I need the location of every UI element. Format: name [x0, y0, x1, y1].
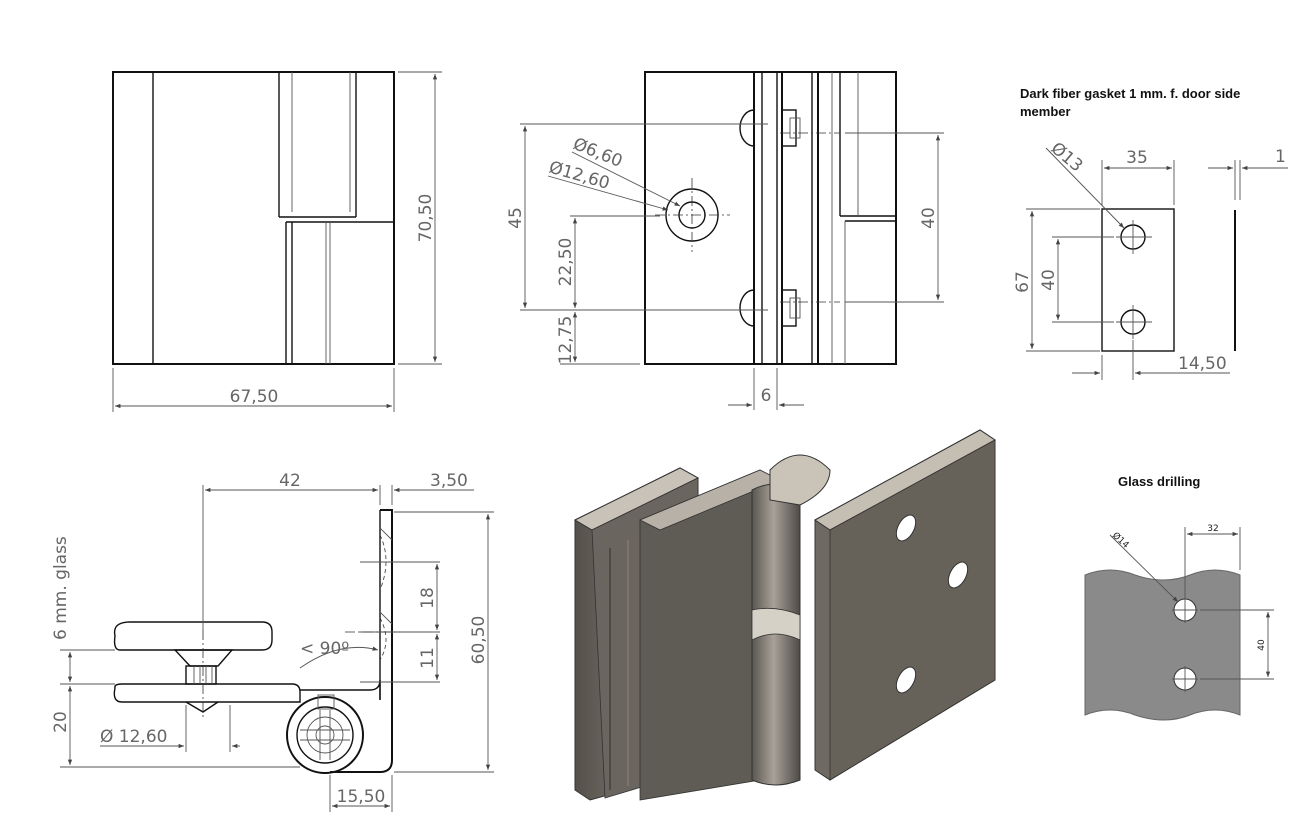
gasket-spacing-label: 40	[1039, 269, 1059, 291]
gasket-diam-label: Ø13	[1047, 139, 1087, 177]
dist-22-label: 22,50	[556, 238, 576, 287]
gasket-width-label: 35	[1126, 148, 1148, 168]
section-view: Ø6,60 Ø12,60 45 22,50 12,75 40 6	[506, 71, 944, 410]
drilling-title: Glass drilling	[1118, 474, 1200, 489]
front-width-label: 67,50	[230, 387, 279, 407]
gasket-height-label: 67	[1013, 271, 1033, 293]
drilling-diam-label: Ø14	[1110, 530, 1131, 551]
side-angle-label: < 90º	[300, 639, 349, 659]
side-20-label: 20	[51, 711, 71, 733]
gasket-view: Dark fiber gasket 1 mm. f. door side mem…	[1013, 86, 1288, 380]
side-view: 42 3,50 18 11 60,50 6 mm. glass 20 Ø 12,…	[51, 471, 494, 812]
gasket-title-line1: Dark fiber gasket 1 mm. f. door side	[1020, 86, 1240, 101]
drilling-spacing-label: 40	[1257, 639, 1267, 651]
front-height-label: 70,50	[416, 194, 436, 243]
dist-12-label: 12,75	[556, 316, 576, 365]
drilling-offset-label: 32	[1207, 524, 1218, 534]
side-diam-label: Ø 12,60	[100, 727, 167, 747]
gasket-thickness-label: 1	[1275, 147, 1286, 167]
side-18-label: 18	[418, 587, 438, 609]
side-3-label: 3,50	[430, 471, 468, 491]
dist-40-right-label: 40	[919, 207, 939, 229]
side-60-label: 60,50	[469, 616, 489, 665]
side-glass-label: 6 mm. glass	[51, 536, 71, 640]
gasket-offset-label: 14,50	[1178, 354, 1227, 374]
gasket-title-line2: member	[1020, 104, 1071, 119]
dist-45-label: 45	[506, 207, 526, 229]
glass-drilling-view: Glass drilling 32 Ø14 40	[1084, 474, 1274, 721]
side-42-label: 42	[279, 471, 301, 491]
hinge-3d-render	[573, 429, 996, 801]
front-view: 67,50 70,50	[112, 71, 442, 412]
glass-6-label: 6	[761, 386, 772, 406]
side-15-label: 15,50	[337, 787, 386, 807]
side-11-label: 11	[418, 647, 438, 669]
